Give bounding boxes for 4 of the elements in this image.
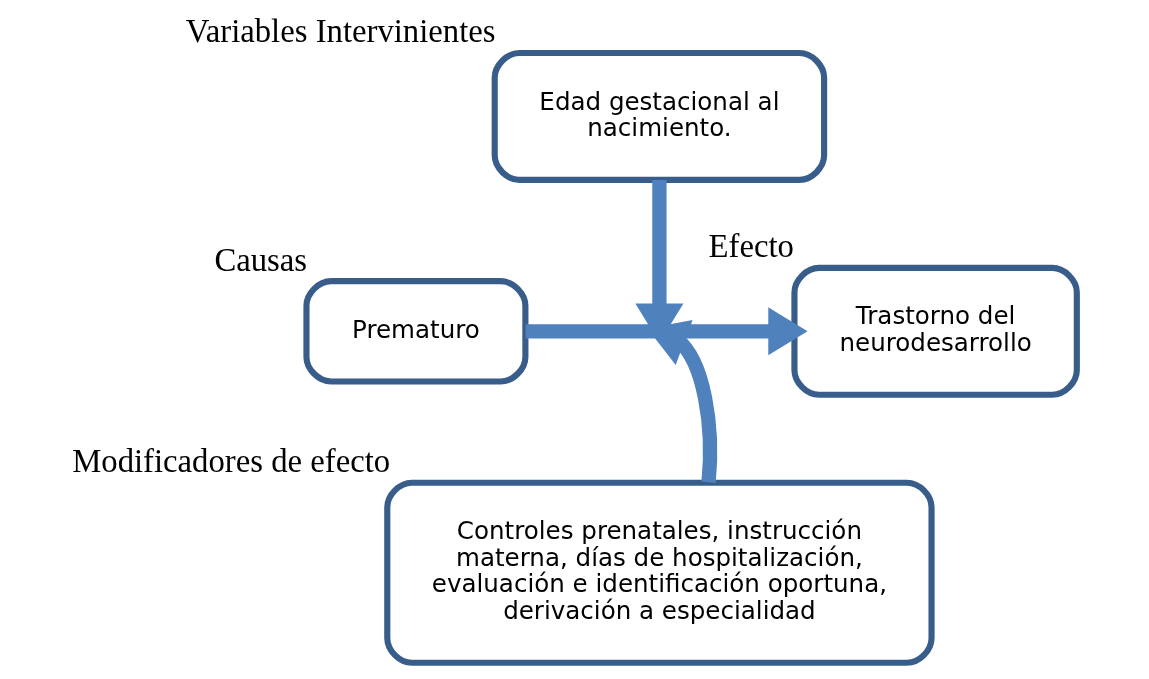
node-label: Efecto: [708, 228, 794, 265]
node-label: Modificadores de efecto: [72, 443, 391, 480]
node-label: Causas: [214, 241, 308, 278]
node-label: Variables Intervinientes: [185, 13, 496, 50]
